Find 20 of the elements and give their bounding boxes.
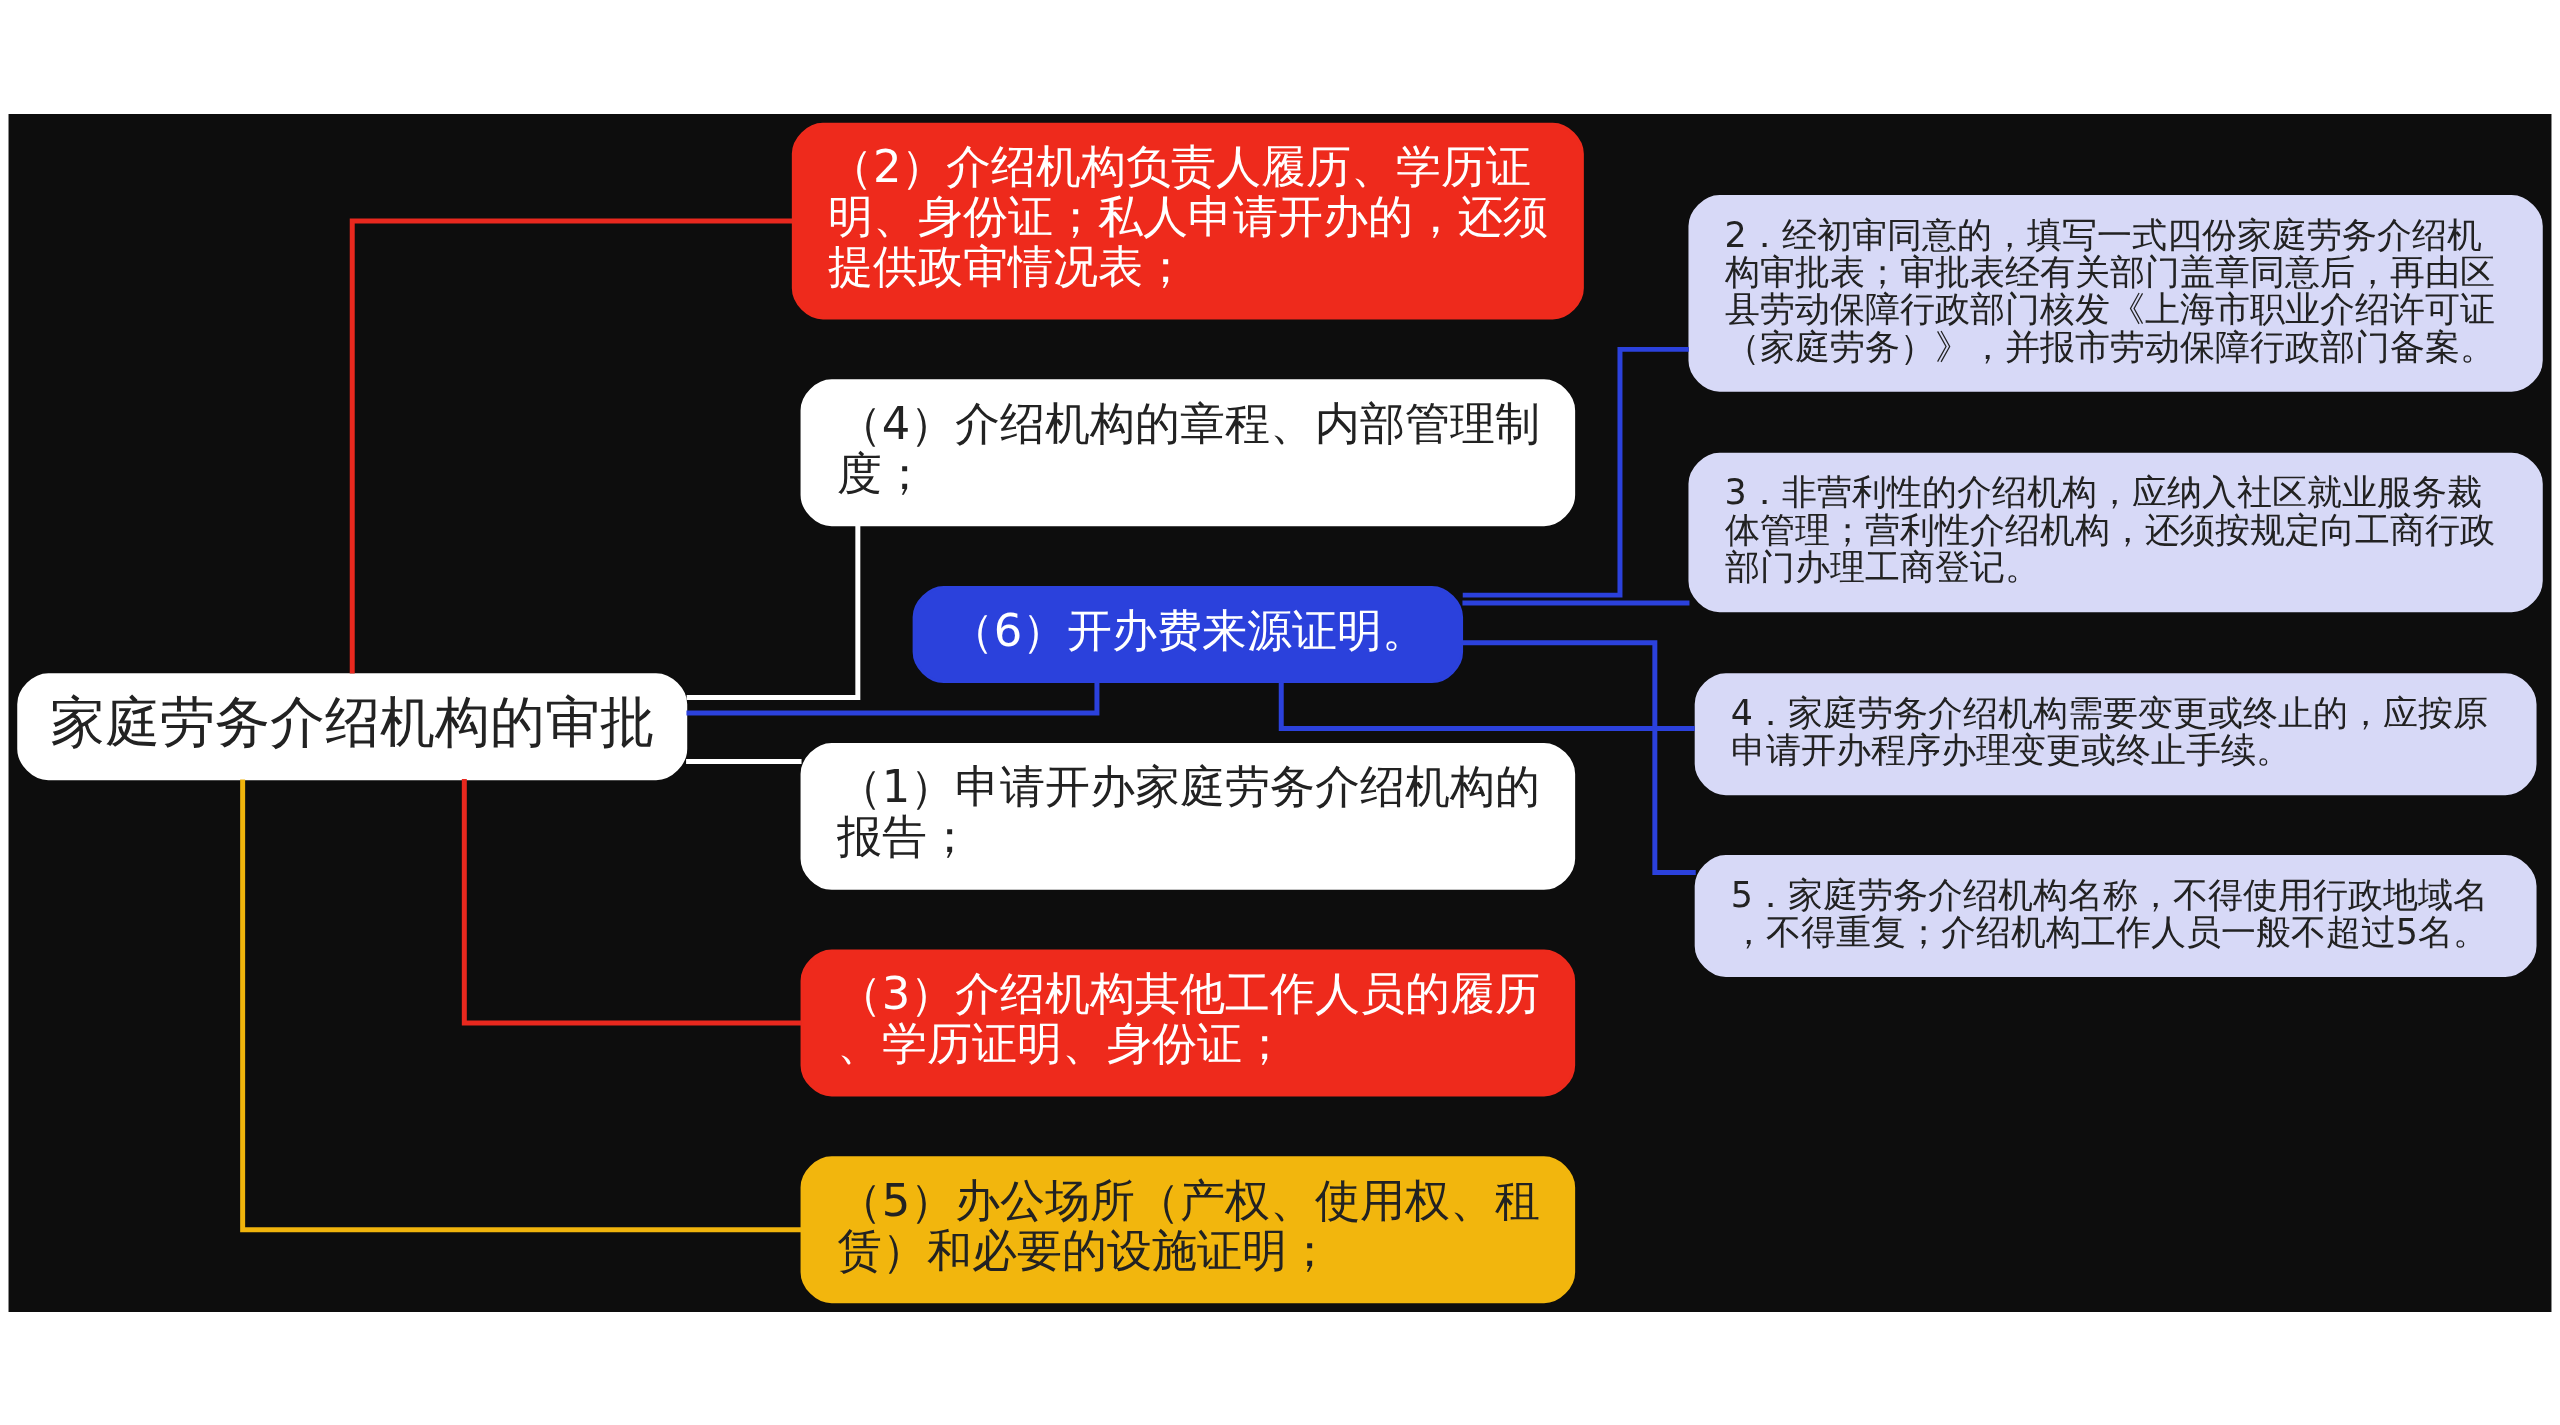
connector: [686, 758, 802, 764]
node-box: （1）申请开办家庭劳务介绍机构的报告；: [800, 742, 1576, 890]
node-box: （3）介绍机构其他工作人员的履历、学历证明、身份证；: [800, 949, 1576, 1097]
node-box: 3．非营利性的介绍机构，应纳入社区就业服务裁体管理；营利性介绍机构，还须按规定向工商行政部门办理工商登记。: [1688, 452, 2543, 612]
connector: [1462, 346, 1689, 598]
connector: [349, 218, 793, 674]
node-box: 2．经初审同意的，填写一式四份家庭劳务介绍机构审批表；审批表经有关部门盖章同意后，再由区县劳动保障行政部门核发《上海市职业介绍许可证（家庭劳务）》，并报市劳动保障行政部门备案。: [1688, 194, 2543, 392]
connector: [686, 525, 861, 700]
node-box: （5）办公场所（产权、使用权、租赁）和必要的设施证明；: [800, 1155, 1576, 1303]
connector: [1462, 600, 1690, 605]
connector: [686, 681, 1100, 715]
node-box: （4）介绍机构的章程、内部管理制度；: [800, 378, 1576, 526]
node-box: 5．家庭劳务介绍机构名称，不得使用行政地域名，不得重复；介绍机构工作人员一般不超过5名。: [1694, 854, 2537, 977]
connector: [240, 779, 802, 1232]
node-box: （2）介绍机构负责人履历、学历证明、身份证；私人申请开办的，还须提供政审情况表；: [791, 122, 1584, 319]
connector: [1278, 682, 1695, 731]
node-box: 家庭劳务介绍机构的审批: [17, 672, 688, 780]
connector: [461, 778, 802, 1026]
node-box: （6）开办费来源证明。: [912, 585, 1464, 683]
node-box: 4．家庭劳务介绍机构需要变更或终止的，应按原申请开办程序办理变更或终止手续。: [1694, 672, 2537, 795]
